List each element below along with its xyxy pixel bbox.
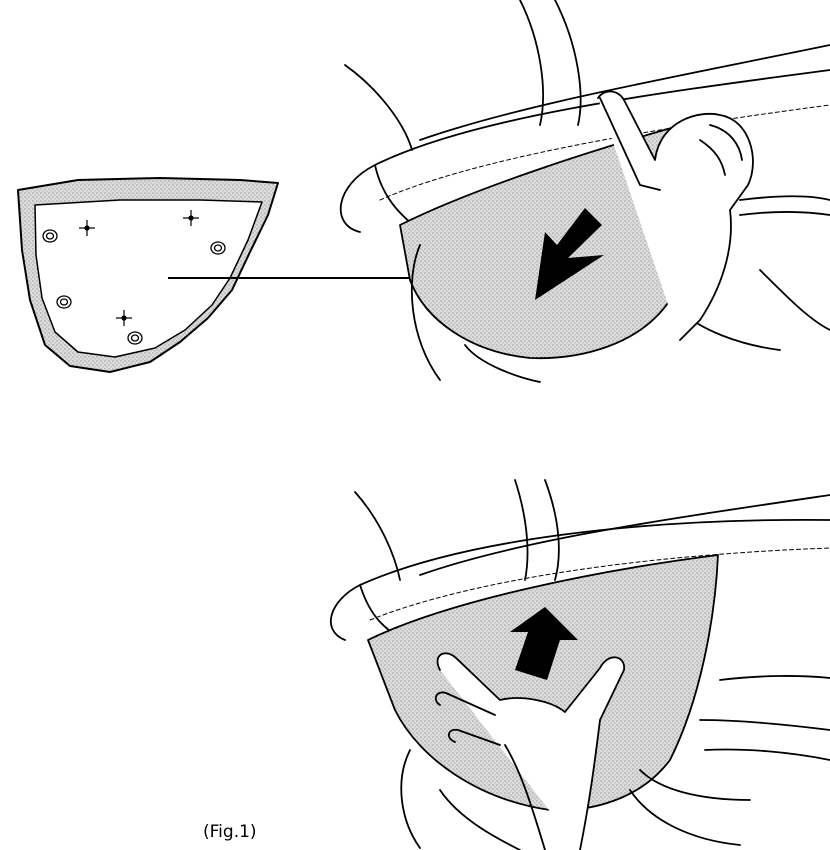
figure-caption: (Fig.1) bbox=[203, 822, 257, 842]
chair-top-illustration bbox=[341, 0, 830, 382]
mounting-stud bbox=[43, 230, 57, 242]
mounting-stud bbox=[57, 296, 71, 308]
mounting-stud bbox=[211, 242, 225, 254]
chair-bottom-illustration bbox=[331, 480, 830, 850]
mounting-stud bbox=[128, 332, 142, 344]
back-panel-detail bbox=[18, 178, 278, 372]
